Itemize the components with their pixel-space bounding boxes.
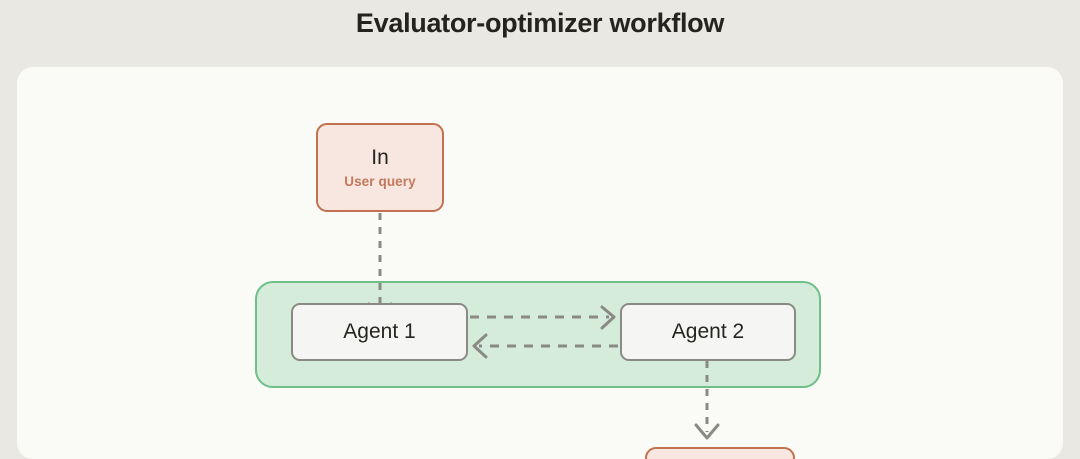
node-input-title: In xyxy=(371,146,389,169)
node-agent-2[interactable]: Agent 2 xyxy=(620,303,796,361)
node-output[interactable] xyxy=(645,447,795,459)
connector-layer xyxy=(367,213,720,440)
node-input[interactable]: In User query xyxy=(316,123,444,212)
node-agent-2-title: Agent 2 xyxy=(671,320,745,343)
node-agent-1[interactable]: Agent 1 xyxy=(291,303,468,361)
diagram-card: In User query Agent 1 Agent 2 xyxy=(17,67,1063,459)
node-agent-1-title: Agent 1 xyxy=(343,320,416,343)
page-title: Evaluator-optimizer workflow xyxy=(355,8,725,38)
node-input-subtitle: User query xyxy=(344,174,416,189)
